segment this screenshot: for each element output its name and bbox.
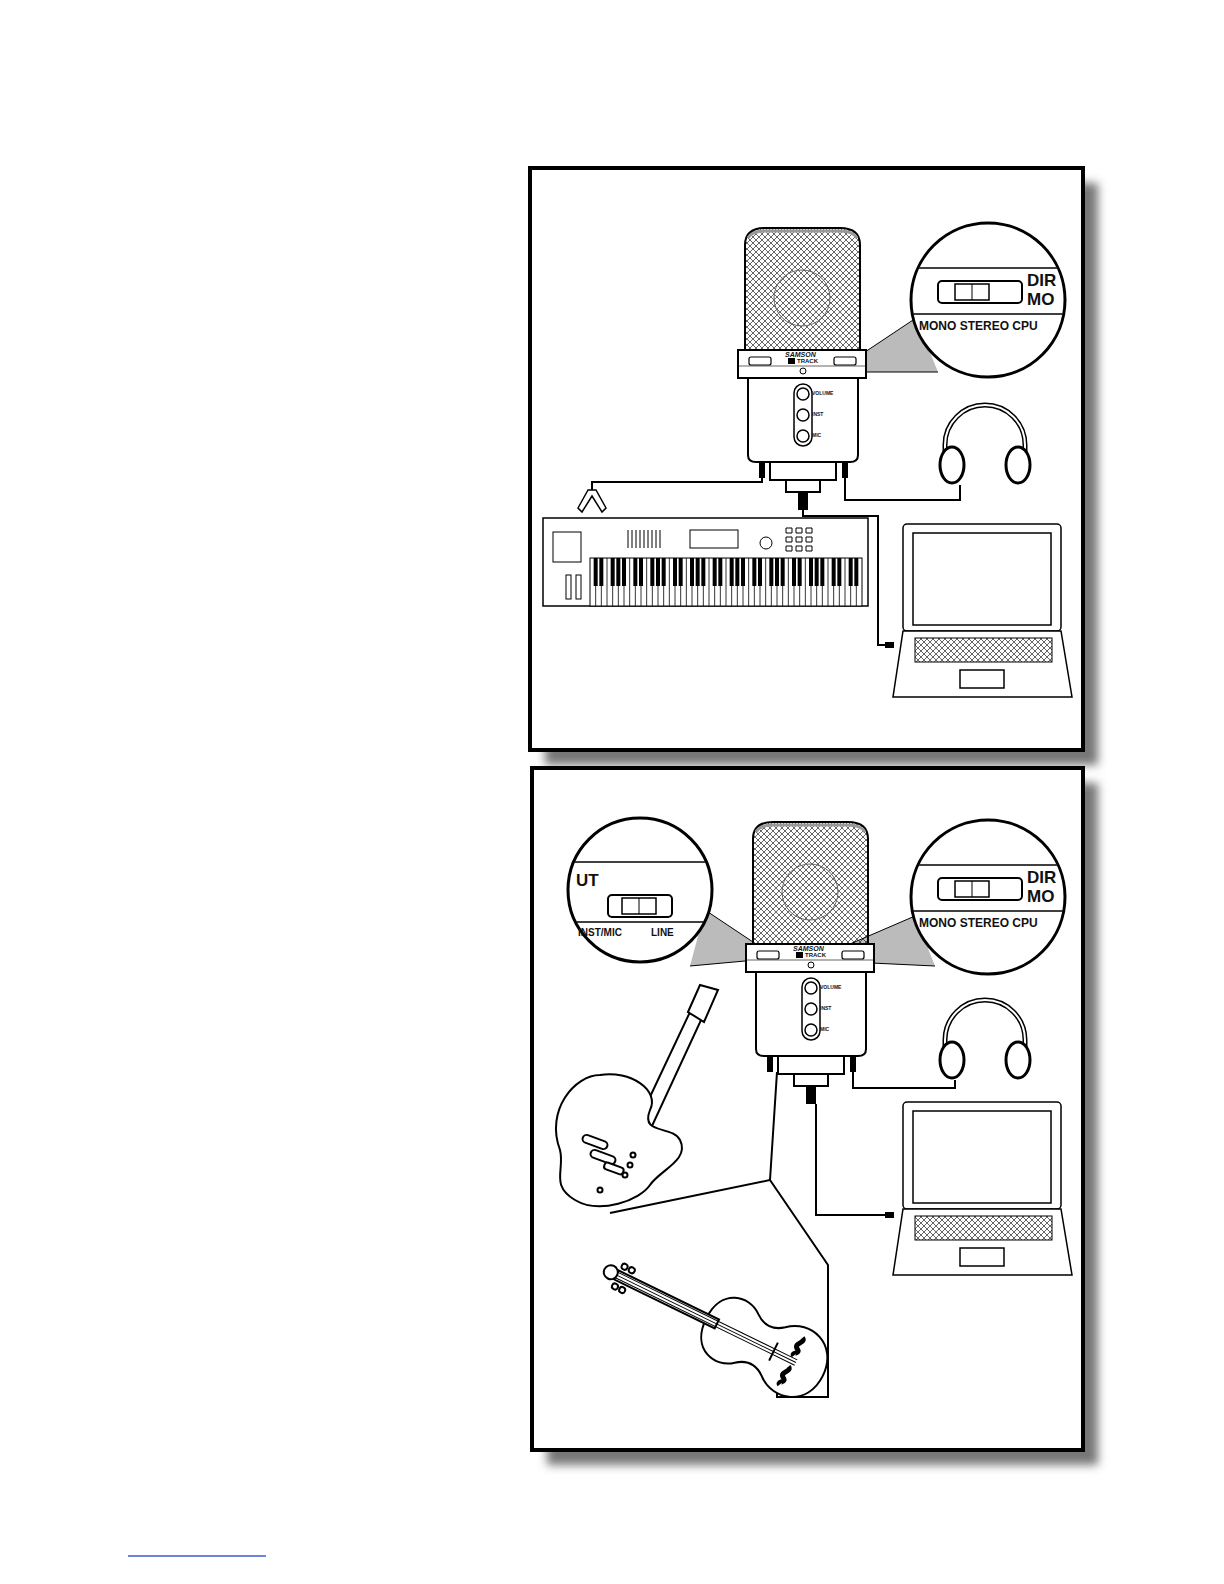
- black-key: [758, 558, 762, 586]
- black-key: [820, 558, 824, 586]
- black-key: [673, 558, 677, 586]
- black-key: [849, 558, 853, 586]
- black-key: [809, 558, 813, 586]
- knob-label: INST: [820, 1006, 831, 1011]
- black-key: [781, 558, 785, 586]
- black-key: [599, 558, 603, 586]
- zoom-label: MO: [1027, 888, 1054, 905]
- black-key: [622, 558, 626, 586]
- black-key: [690, 558, 694, 586]
- black-key: [611, 558, 615, 586]
- knob-label: INST: [812, 412, 823, 417]
- key-line: [845, 558, 846, 606]
- model-name: TRACK: [805, 952, 826, 958]
- switch-label: LINE: [651, 928, 674, 938]
- key-line: [607, 558, 608, 606]
- key-line: [709, 558, 710, 606]
- black-key: [798, 558, 802, 586]
- black-key: [854, 558, 858, 586]
- knob-label: VOLUME: [812, 391, 833, 396]
- black-key: [741, 558, 745, 586]
- key-line: [646, 558, 647, 606]
- brand-name: SAMSON: [793, 945, 824, 952]
- black-key: [837, 558, 841, 586]
- model-name: TRACK: [797, 358, 818, 364]
- key-line: [748, 558, 749, 606]
- black-key: [594, 558, 598, 586]
- black-key: [718, 558, 722, 586]
- black-key: [633, 558, 637, 586]
- black-key: [650, 558, 654, 586]
- black-key: [769, 558, 773, 586]
- key-line: [669, 558, 670, 606]
- black-key: [713, 558, 717, 586]
- black-key: [792, 558, 796, 586]
- black-key: [701, 558, 705, 586]
- zoom-label: DIR: [1027, 869, 1056, 886]
- key-line: [629, 558, 630, 606]
- black-key: [656, 558, 660, 586]
- zoom-label: MO: [1027, 291, 1054, 308]
- black-key: [815, 558, 819, 586]
- key-line: [828, 558, 829, 606]
- black-key: [679, 558, 683, 586]
- key-line: [765, 558, 766, 606]
- switch-label: MONO STEREO CPU: [919, 320, 1038, 332]
- black-key: [730, 558, 734, 586]
- zoom-label: DIR: [1027, 272, 1056, 289]
- black-key: [832, 558, 836, 586]
- black-key: [639, 558, 643, 586]
- black-key: [616, 558, 620, 586]
- knob-label: MIC: [812, 433, 821, 438]
- black-key: [662, 558, 666, 586]
- brand-name: SAMSON: [785, 351, 816, 358]
- switch-label: INST/MIC: [578, 928, 622, 938]
- black-key: [775, 558, 779, 586]
- zoom-label: UT: [576, 872, 599, 889]
- key-line: [788, 558, 789, 606]
- key-line: [805, 558, 806, 606]
- black-key: [735, 558, 739, 586]
- knob-label: MIC: [820, 1027, 829, 1032]
- black-key: [752, 558, 756, 586]
- switch-label: MONO STEREO CPU: [919, 917, 1038, 929]
- key-line: [686, 558, 687, 606]
- key-line: [726, 558, 727, 606]
- black-key: [696, 558, 700, 586]
- knob-label: VOLUME: [820, 985, 841, 990]
